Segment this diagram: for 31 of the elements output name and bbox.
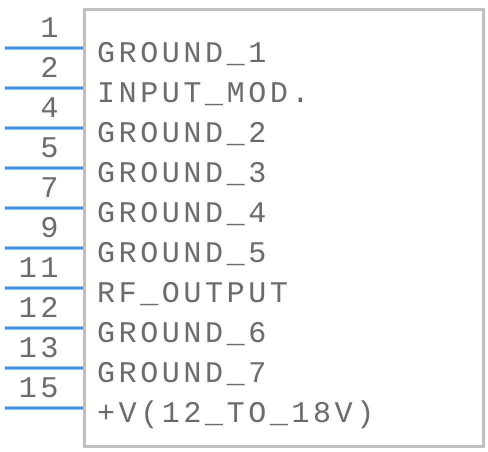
pin-line bbox=[5, 366, 86, 370]
pin-name: GROUND_6 bbox=[97, 317, 270, 354]
pin-number: 2 bbox=[40, 55, 62, 85]
pin-line bbox=[5, 206, 86, 210]
pin-line bbox=[5, 86, 86, 90]
pin-line bbox=[5, 286, 86, 290]
pin-number: 4 bbox=[40, 95, 62, 125]
pin-line bbox=[5, 246, 86, 250]
pin-line bbox=[5, 46, 86, 50]
pin-line bbox=[5, 126, 86, 130]
pin-number: 13 bbox=[18, 335, 62, 365]
pin-name: +V(12_TO_18V) bbox=[97, 397, 378, 434]
pin-number: 9 bbox=[40, 215, 62, 245]
pin-name: GROUND_3 bbox=[97, 157, 270, 194]
pin-name: INPUT_MOD. bbox=[97, 77, 314, 114]
pin-number: 7 bbox=[40, 175, 62, 205]
pin-number: 12 bbox=[18, 295, 62, 325]
pin-name: GROUND_5 bbox=[97, 237, 270, 274]
pin-name: GROUND_7 bbox=[97, 357, 270, 394]
pin-number: 11 bbox=[18, 255, 62, 285]
pin-name: GROUND_2 bbox=[97, 117, 270, 154]
pin-name: GROUND_4 bbox=[97, 197, 270, 234]
pin-name: RF_OUTPUT bbox=[97, 277, 292, 314]
pin-number: 1 bbox=[40, 15, 62, 45]
pin-number: 5 bbox=[40, 135, 62, 165]
pin-name: GROUND_1 bbox=[97, 37, 270, 74]
pin-number: 15 bbox=[18, 375, 62, 405]
component-body bbox=[83, 8, 485, 448]
pin-line bbox=[5, 166, 86, 170]
pin-line bbox=[5, 326, 86, 330]
pin-line bbox=[5, 406, 86, 410]
